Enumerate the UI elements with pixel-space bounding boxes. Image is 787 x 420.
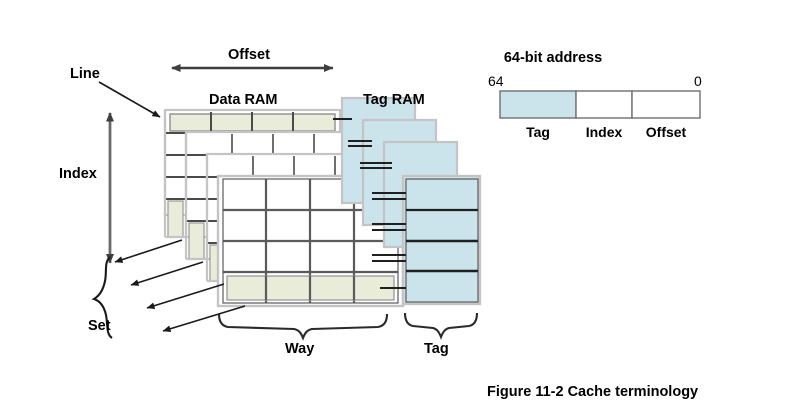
- tag-ram-plate-3-front: [401, 174, 482, 306]
- set-arrow-0: [114, 239, 183, 263]
- label-index: Index: [59, 166, 97, 182]
- address-title: 64-bit address: [504, 50, 602, 66]
- label-set: Set: [88, 318, 111, 334]
- address-msb-label: 64: [488, 73, 504, 89]
- address-label-offset: Offset: [646, 124, 687, 140]
- set-arrow-2: [146, 283, 225, 309]
- label-tag: Tag: [424, 341, 449, 357]
- address-field-index: [575, 90, 633, 119]
- cache-plate-3-front: [216, 174, 405, 308]
- figure-caption: Figure 11-2 Cache terminology: [487, 384, 698, 400]
- address-lsb-label: 0: [694, 73, 702, 89]
- label-way: Way: [285, 341, 314, 357]
- label-data-ram: Data RAM: [209, 92, 277, 108]
- address-label-index: Index: [586, 124, 623, 140]
- set-brace: [91, 256, 113, 339]
- label-offset: Offset: [228, 47, 270, 63]
- address-field-offset: [631, 90, 701, 119]
- address-field-tag: [499, 90, 577, 119]
- set-arrow-1: [130, 261, 204, 286]
- set-arrow-3: [162, 305, 246, 333]
- tag-brace: [403, 312, 479, 340]
- way-brace: [217, 313, 389, 341]
- label-line: Line: [70, 66, 100, 82]
- data-tag-connectors: [333, 118, 406, 289]
- address-label-tag: Tag: [526, 124, 550, 140]
- line-pointer-arrow: [98, 81, 161, 118]
- label-tag-ram: Tag RAM: [363, 92, 425, 108]
